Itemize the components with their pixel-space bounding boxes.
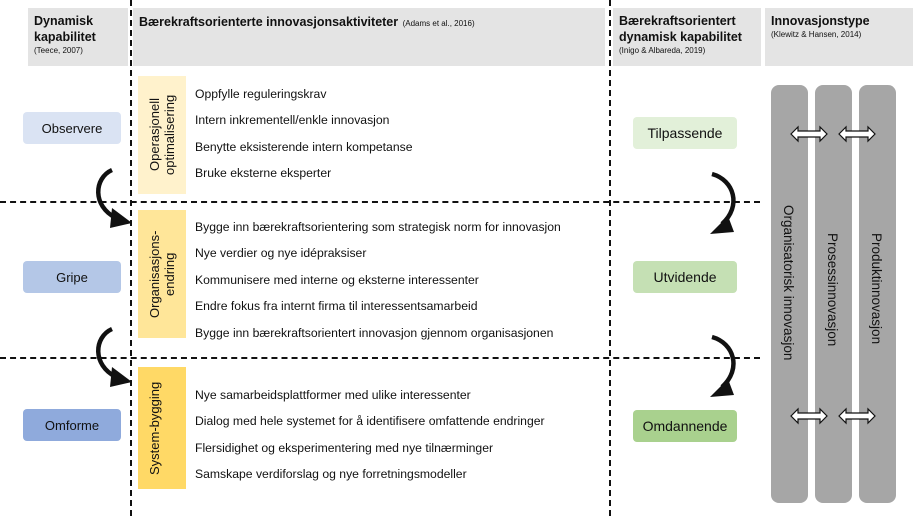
- divider-vertical-left: [130, 0, 132, 516]
- sustainable-capability-expanding: Utvidende: [633, 261, 737, 293]
- activity-item: Samskape verdiforslag og nye forretnings…: [195, 467, 467, 481]
- curved-arrow-icon: [96, 167, 132, 228]
- curved-arrow-icon: [710, 334, 736, 397]
- divider-vertical-right: [609, 0, 611, 516]
- header-dynamic-capability: Dynamisk kapabilitet (Teece, 2007): [28, 8, 128, 66]
- innovation-column-product: Produktinnovasjon: [859, 85, 896, 503]
- double-arrow-icon: [838, 125, 876, 143]
- category-label: System-bygging: [147, 381, 162, 475]
- capability-observere: Observere: [23, 112, 121, 144]
- activity-item: Intern inkrementell/enkle innovasjon: [195, 113, 390, 127]
- activity-item: Flersidighet og eksperimentering med nye…: [195, 441, 494, 455]
- activity-item: Benytte eksisterende intern kompetanse: [195, 140, 413, 154]
- divider-horizontal-top: [0, 201, 760, 203]
- activity-item: Bygge inn bærekraftsorientering som stra…: [195, 220, 561, 234]
- header-title: Bærekraftsorientert dynamisk kapabilitet: [619, 14, 742, 44]
- activity-item: Oppfylle reguleringskrav: [195, 87, 327, 101]
- double-arrow-icon: [838, 407, 876, 425]
- category-system-building: System-bygging: [138, 367, 186, 489]
- divider-horizontal-bottom: [0, 357, 760, 359]
- innovation-column-process: Prosessinnovasjon: [815, 85, 852, 503]
- header-source: (Teece, 2007): [34, 46, 83, 55]
- header-activities: Bærekraftsorienterte innovasjonsaktivite…: [133, 8, 605, 66]
- activity-item: Nye samarbeidsplattformer med ulike inte…: [195, 388, 471, 402]
- innovation-label: Produktinnovasjon: [869, 233, 884, 345]
- activity-item: Bygge inn bærekraftsorientert innovasjon…: [195, 326, 554, 340]
- activity-item: Kommunisere med interne og eksterne inte…: [195, 273, 479, 287]
- double-arrow-icon: [790, 407, 828, 425]
- header-source: (Adams et al., 2016): [402, 19, 475, 28]
- sustainable-capability-adaptive: Tilpassende: [633, 117, 737, 149]
- category-organizational-change: Organisasjons-endring: [138, 210, 186, 338]
- header-source: (Klewitz & Hansen, 2014): [771, 30, 862, 39]
- capability-omforme: Omforme: [23, 409, 121, 441]
- double-arrow-icon: [790, 125, 828, 143]
- sustainable-capability-transforming: Omdannende: [633, 410, 737, 442]
- curved-arrow-icon: [710, 171, 736, 234]
- category-label: Operasjonell optimalisering: [147, 94, 177, 176]
- innovation-column-organizational: Organisatorisk innovasjon: [771, 85, 808, 503]
- activity-item: Dialog med hele systemet for å identifis…: [195, 414, 545, 428]
- activity-item: Nye verdier og nye idépraksiser: [195, 246, 367, 260]
- header-source: (Inigo & Albareda, 2019): [619, 46, 706, 55]
- innovation-label: Organisatorisk innovasjon: [781, 205, 796, 361]
- activity-item: Bruke eksterne eksperter: [195, 166, 332, 180]
- activity-item: Endre fokus fra internt firma til intere…: [195, 299, 478, 313]
- header-innovation-type: Innovasjonstype (Klewitz & Hansen, 2014): [765, 8, 913, 66]
- capability-gripe: Gripe: [23, 261, 121, 293]
- curved-arrow-icon: [96, 326, 132, 387]
- innovation-label: Prosessinnovasjon: [825, 233, 840, 347]
- category-label: Organisasjons-endring: [147, 230, 177, 318]
- header-title: Innovasjonstype: [771, 14, 870, 28]
- header-title: Dynamisk kapabilitet: [34, 14, 96, 44]
- header-title: Bærekraftsorienterte innovasjonsaktivite…: [139, 15, 399, 29]
- header-sustainable-capability: Bærekraftsorientert dynamisk kapabilitet…: [613, 8, 761, 66]
- category-operational-optimization: Operasjonell optimalisering: [138, 76, 186, 194]
